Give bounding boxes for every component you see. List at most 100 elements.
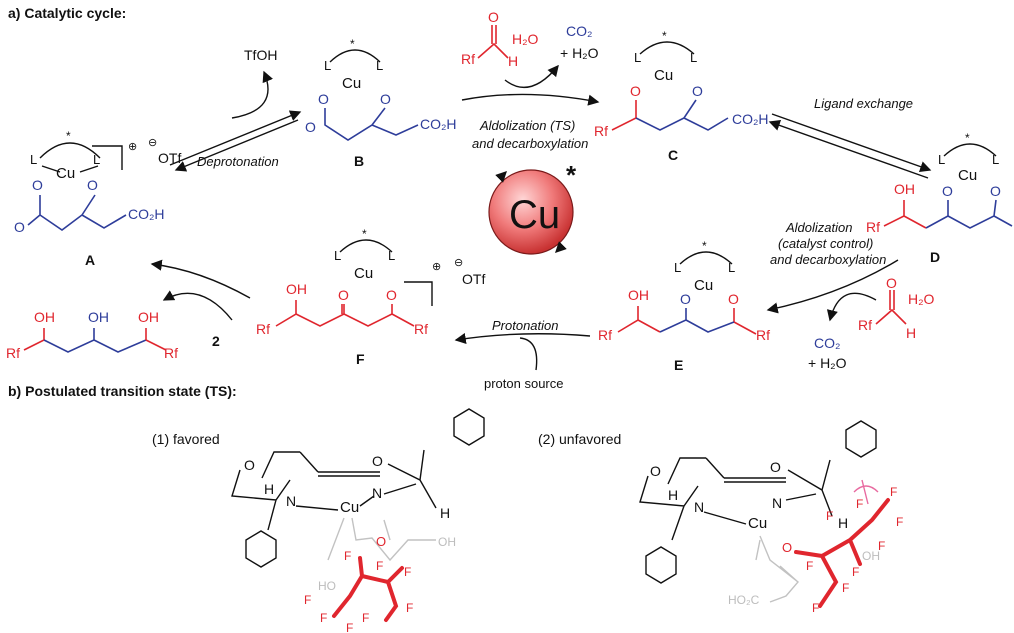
step-aldol-cat: Aldolization — [785, 220, 853, 235]
svg-text:O: O — [630, 83, 641, 99]
svg-text:L: L — [30, 152, 37, 167]
svg-text:F: F — [812, 601, 819, 615]
svg-text:*: * — [566, 160, 577, 190]
ts-favored-label: (1) favored — [152, 431, 220, 447]
svg-text:O: O — [14, 219, 25, 235]
svg-text:*: * — [662, 29, 667, 43]
svg-text:O: O — [728, 291, 739, 307]
svg-text:F: F — [852, 565, 859, 579]
compound-b: * L L Cu O O O CO₂H B — [305, 37, 457, 169]
steric-clash-mark — [853, 479, 879, 505]
aldol-cat-arrow — [766, 259, 899, 314]
svg-text:Rf: Rf — [756, 327, 770, 343]
f-to-a-arrow — [150, 259, 251, 299]
heading-transition-state: b) Postulated transition state (TS): — [8, 383, 237, 399]
step-ligand-exchange: Ligand exchange — [814, 96, 913, 111]
step-protonation: Protonation — [492, 318, 559, 333]
svg-text:*: * — [350, 37, 355, 51]
copper-catalyst-sphere: Cu * — [488, 160, 577, 255]
svg-text:OH: OH — [34, 309, 55, 325]
svg-text:F: F — [362, 611, 369, 625]
svg-text:O: O — [32, 177, 43, 193]
svg-text:OTf: OTf — [158, 150, 181, 166]
svg-text:Rf: Rf — [866, 219, 880, 235]
svg-text:O: O — [650, 463, 661, 479]
svg-text:O: O — [372, 453, 383, 469]
label-product-2: 2 — [212, 333, 220, 349]
svg-text:CO₂H: CO₂H — [732, 111, 769, 127]
svg-text:N: N — [772, 495, 782, 511]
svg-text:Rf: Rf — [594, 123, 608, 139]
svg-text:N: N — [286, 493, 296, 509]
svg-text:Cu: Cu — [340, 499, 359, 516]
ts-favored-structure: O O N N H H Cu OH HO O F F F F F F F F — [231, 408, 485, 633]
compound-d: * L L Cu O O OH Rf D — [866, 131, 1013, 265]
svg-text:O: O — [376, 534, 386, 549]
ligand-exchange-rev — [768, 119, 929, 179]
svg-text:O: O — [318, 91, 329, 107]
svg-text:Cu: Cu — [56, 165, 75, 182]
label-compound-e: E — [674, 357, 683, 373]
svg-text:*: * — [362, 227, 367, 241]
svg-text:F: F — [376, 559, 383, 573]
svg-text:OH: OH — [88, 309, 109, 325]
svg-text:H: H — [264, 481, 274, 497]
svg-text:OH: OH — [862, 549, 880, 563]
compound-a: * L L Cu O O O CO₂H ⊕ ⊖ OTf A — [14, 129, 181, 268]
svg-text:OH: OH — [894, 181, 915, 197]
svg-text:L: L — [992, 152, 999, 167]
svg-text:L: L — [376, 58, 383, 73]
svg-text:L: L — [324, 58, 331, 73]
svg-text:CO₂H: CO₂H — [128, 206, 165, 222]
svg-text:⊕: ⊕ — [128, 141, 137, 153]
svg-text:OH: OH — [138, 309, 159, 325]
aldehyde-reagent-top: Rf O H H₂O — [461, 9, 539, 69]
svg-text:H: H — [906, 325, 916, 341]
svg-text:H: H — [838, 515, 848, 531]
svg-text:Rf: Rf — [414, 321, 428, 337]
step-aldol-ts: Aldolization (TS) — [479, 118, 575, 133]
svg-text:F: F — [890, 485, 897, 499]
svg-text:O: O — [380, 91, 391, 107]
svg-text:O: O — [386, 287, 397, 303]
step-deprotonation: Deprotonation — [197, 154, 279, 169]
protonation-arrow — [454, 332, 591, 345]
svg-text:Rf: Rf — [256, 321, 270, 337]
svg-text:Cu: Cu — [354, 265, 373, 282]
svg-text:Rf: Rf — [164, 345, 178, 361]
svg-text:F: F — [826, 509, 833, 523]
svg-text:OH: OH — [438, 535, 456, 549]
svg-text:F: F — [806, 559, 813, 573]
svg-text:F: F — [304, 593, 311, 607]
deprotonation-arrow-rev — [174, 119, 299, 172]
svg-text:⊕: ⊕ — [432, 261, 441, 273]
ligand-exchange-fwd — [771, 113, 932, 173]
product-2: OH OH OH Rf Rf — [6, 309, 178, 361]
svg-text:O: O — [942, 183, 953, 199]
svg-text:*: * — [702, 239, 707, 253]
svg-text:L: L — [690, 50, 697, 65]
svg-text:Cu: Cu — [342, 75, 361, 92]
label-compound-f: F — [356, 351, 365, 367]
svg-text:L: L — [634, 50, 641, 65]
svg-text:N: N — [372, 485, 382, 501]
svg-text:L: L — [388, 248, 395, 263]
svg-text:Rf: Rf — [858, 317, 872, 333]
co2-top: CO₂ — [566, 23, 592, 39]
heading-catalytic-cycle: a) Catalytic cycle: — [8, 5, 126, 21]
svg-text:⊖: ⊖ — [148, 137, 157, 149]
aldol-ts-arrow — [461, 93, 600, 106]
ts-unfavored-structure: O O N N H H Cu HO₂C O OH F F F F F F F F… — [639, 420, 903, 615]
tfoh-label: TfOH — [244, 47, 277, 63]
proton-source-label: proton source — [484, 376, 564, 391]
svg-text:O: O — [680, 291, 691, 307]
step-aldol-cat-3: and decarboxylation — [770, 252, 886, 267]
svg-text:L: L — [728, 260, 735, 275]
svg-text:F: F — [896, 515, 903, 529]
compound-f: * L L Cu O O OH Rf Rf ⊕ ⊖ OTf F — [256, 227, 485, 367]
svg-text:OH: OH — [286, 281, 307, 297]
h2o-top: + H₂O — [560, 45, 599, 61]
label-compound-b: B — [354, 153, 364, 169]
svg-text:OH: OH — [628, 287, 649, 303]
svg-text:O: O — [770, 459, 781, 475]
